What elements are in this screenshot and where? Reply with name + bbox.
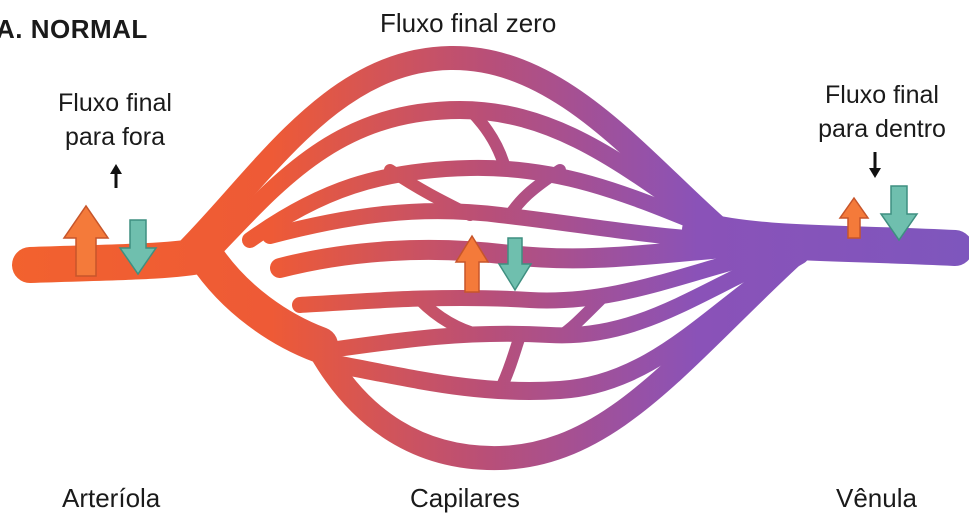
outward-flow-line2: para fora	[40, 120, 190, 154]
inward-flow-line2: para dentro	[796, 112, 968, 146]
inward-flow-label: Fluxo final para dentro	[796, 78, 968, 146]
inward-flow-line1: Fluxo final	[796, 78, 968, 112]
capillaries-label: Capilares	[410, 483, 520, 514]
capillary-branches	[180, 58, 800, 458]
zero-flow-label: Fluxo final zero	[380, 8, 556, 39]
arteriole-label: Arteríola	[62, 483, 160, 514]
outward-flow-line1: Fluxo final	[40, 86, 190, 120]
section-label: A. NORMAL	[0, 14, 148, 45]
inward-net-arrow	[869, 152, 881, 178]
venule-label: Vênula	[836, 483, 917, 514]
outward-net-arrow	[110, 164, 122, 188]
outward-flow-label: Fluxo final para fora	[40, 86, 190, 154]
